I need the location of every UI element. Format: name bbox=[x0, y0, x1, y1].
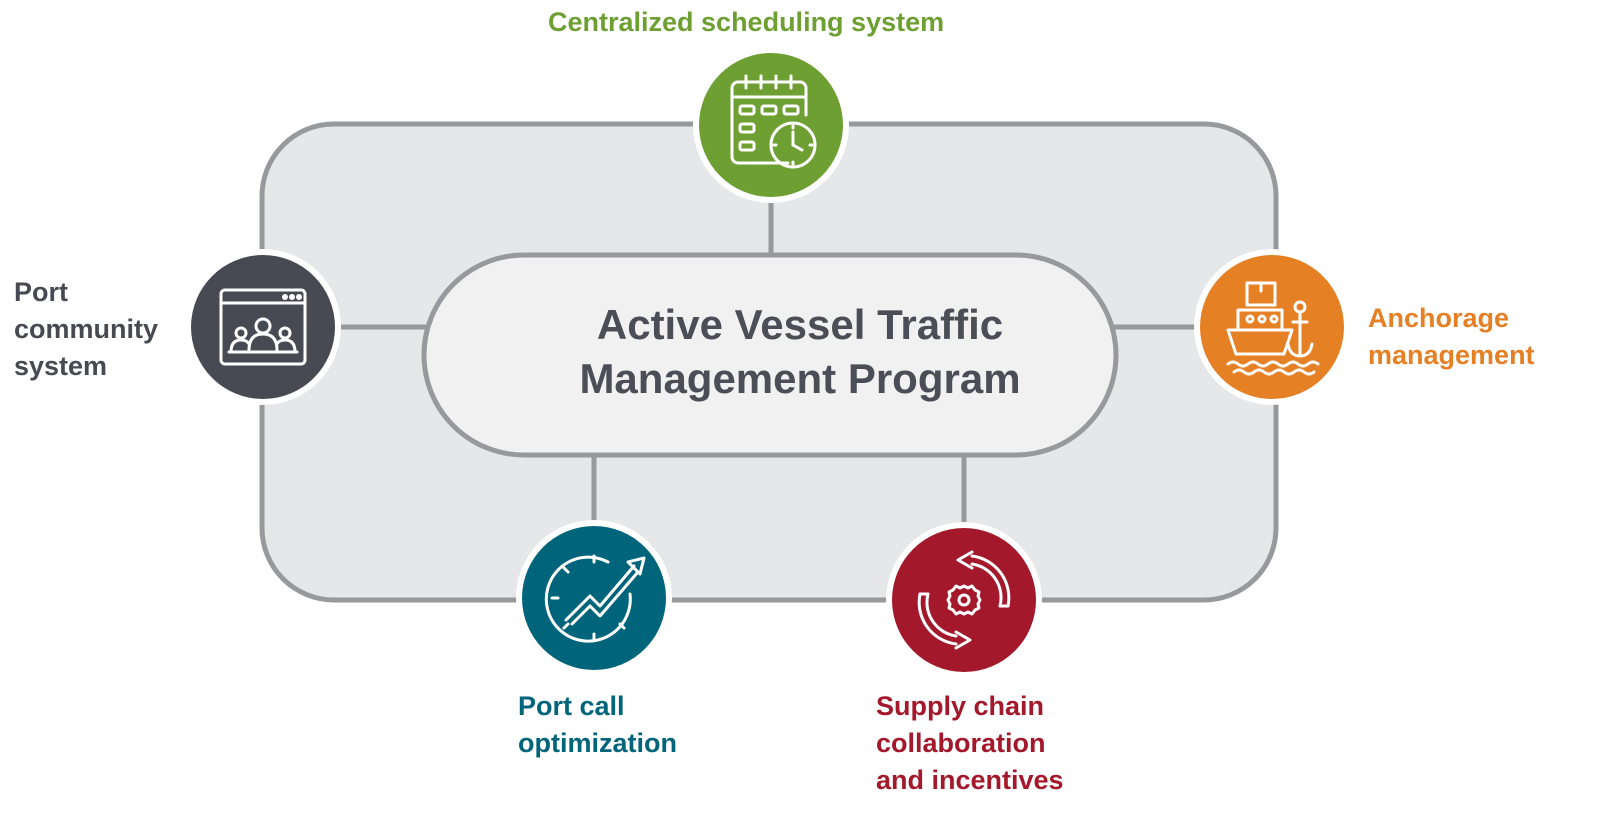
center-pill bbox=[421, 252, 1119, 458]
node-anchorage bbox=[1194, 249, 1350, 405]
label-anchorage-line-1: Anchorage bbox=[1368, 303, 1510, 333]
center-title-line-2: Management Program bbox=[579, 355, 1021, 402]
node-community bbox=[185, 249, 341, 405]
label-community-line-2: community bbox=[14, 314, 159, 344]
calendar-clock-icon bbox=[730, 74, 817, 169]
center-title-line-1: Active Vessel Traffic bbox=[596, 301, 1004, 348]
label-community-line-1: Port bbox=[14, 277, 68, 307]
label-portcall-line-1: Port call bbox=[518, 691, 625, 721]
node-portcall bbox=[516, 520, 672, 676]
label-scheduling: Centralized scheduling system bbox=[548, 7, 945, 37]
node-supply bbox=[886, 522, 1042, 678]
label-supply: Supply chain collaboration and incentive… bbox=[876, 688, 1064, 799]
center-title: Active Vessel Traffic Management Program bbox=[440, 298, 1160, 406]
label-supply-line-1: Supply chain bbox=[876, 691, 1045, 721]
label-supply-line-3: and incentives bbox=[876, 765, 1064, 795]
label-supply-line-2: collaboration bbox=[876, 728, 1046, 758]
label-anchorage: Anchorage management bbox=[1368, 300, 1535, 374]
browser-people-icon bbox=[219, 288, 307, 366]
label-community: Port community system bbox=[14, 274, 158, 385]
ship-anchor-icon bbox=[1226, 281, 1320, 376]
label-portcall-line-2: optimization bbox=[518, 728, 677, 758]
label-anchorage-line-2: management bbox=[1368, 340, 1535, 370]
label-portcall: Port call optimization bbox=[518, 688, 677, 762]
label-community-line-3: system bbox=[14, 351, 108, 381]
node-scheduling bbox=[693, 47, 849, 203]
speedometer-trend-icon bbox=[544, 554, 646, 643]
cycle-gear-icon bbox=[917, 550, 1011, 650]
